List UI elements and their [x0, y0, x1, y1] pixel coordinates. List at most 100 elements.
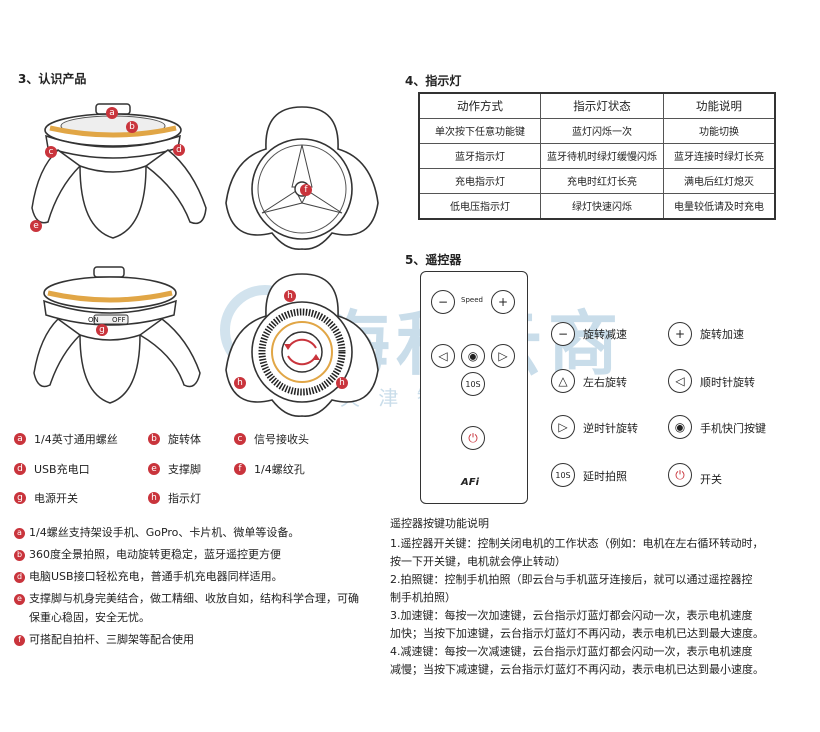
- remote-control: − Speed + ◁ ◉ ▷ 10S ⏻ AFi: [420, 271, 528, 504]
- remote-desc-line: 2.拍照键：控制手机拍照（即云台与手机蓝牙连接后，就可以通过遥控器控: [390, 573, 753, 586]
- label-delay: 延时拍照: [583, 470, 627, 483]
- label-lr: 左右旋转: [583, 376, 627, 389]
- remote-brand: AFi: [461, 477, 479, 488]
- remote-desc-line: 1.遥控器开关键：控制关闭电机的工作状态（例如：电机在左右循环转动时，: [390, 537, 764, 550]
- diagram-badge-e: e: [30, 220, 42, 232]
- diagram-badge-a: a: [106, 107, 118, 119]
- feature-item: e 支撑脚与机身完美结合，做工精细、收放自如，结构科学合理，可确保重心稳固，安全无…: [14, 589, 384, 627]
- feature-text: 360度全景拍照，电动旋转更稳定，蓝牙遥控更方便: [29, 548, 281, 561]
- legend-badge: g: [14, 492, 26, 504]
- label-cw-icon: ◁: [668, 369, 692, 393]
- diagram-badge-h-left: h: [234, 377, 246, 389]
- switch-on-label: ON: [88, 316, 99, 324]
- switch-off-label: OFF: [112, 316, 126, 324]
- remote-right-button[interactable]: ▷: [491, 344, 515, 368]
- table-cell: 功能切换: [663, 117, 776, 144]
- remote-speed-label: Speed: [461, 296, 483, 304]
- table-header: 指示灯状态: [540, 92, 664, 119]
- legend-item-c: c 信号接收头: [234, 431, 309, 447]
- remote-desc-line: 3.加速键：每按一次加速键，云台指示灯蓝灯都会闪动一次，表示电机速度: [390, 609, 753, 622]
- diagram-badge-c: c: [45, 146, 57, 158]
- feature-badge: e: [14, 593, 25, 605]
- table-cell: 电量较低请及时充电: [663, 192, 776, 220]
- table-cell: 充电指示灯: [418, 167, 541, 194]
- label-power: 开关: [700, 473, 722, 486]
- remote-camera-button[interactable]: ◉: [461, 344, 485, 368]
- legend-text: USB充电口: [34, 463, 90, 476]
- remote-desc-line: 制手机拍照）: [390, 591, 456, 604]
- legend-text: 1/4英寸通用螺丝: [34, 433, 118, 446]
- legend-badge: b: [148, 433, 160, 445]
- table-header-row: 动作方式 指示灯状态 功能说明: [418, 92, 776, 119]
- legend-text: 指示灯: [168, 492, 201, 505]
- label-ccw: 逆时针旋转: [583, 422, 638, 435]
- product-top-view: [225, 273, 379, 417]
- legend-text: 支撑脚: [168, 463, 201, 476]
- feature-badge: f: [14, 634, 25, 646]
- remote-desc-line: 加快；当按下加速键，云台指示灯蓝灯不再闪动，表示电机已达到最大速度。: [390, 627, 764, 640]
- remote-plus-button[interactable]: +: [491, 290, 515, 314]
- legend-badge: c: [234, 433, 246, 445]
- label-cw: 顺时针旋转: [700, 376, 755, 389]
- feature-badge: d: [14, 571, 25, 583]
- legend-text: 1/4螺纹孔: [254, 463, 305, 476]
- legend-item-f: f 1/4螺纹孔: [234, 461, 305, 477]
- legend-badge: d: [14, 463, 26, 475]
- label-10s-icon: 10S: [551, 463, 575, 487]
- table-cell: 蓝牙连接时绿灯长亮: [663, 142, 776, 169]
- legend-item-a: a 1/4英寸通用螺丝: [14, 431, 118, 447]
- camera-icon: ◉: [467, 349, 479, 363]
- legend-badge: e: [148, 463, 160, 475]
- table-cell: 绿灯快速闪烁: [540, 192, 664, 220]
- legend-text: 电源开关: [34, 492, 78, 505]
- legend-item-e: e 支撑脚: [148, 461, 201, 477]
- section-3-title: 3、认识产品: [18, 72, 87, 86]
- product-bottom-view: [225, 106, 379, 250]
- table-row: 蓝牙指示灯 蓝牙待机时绿灯缓慢闪烁 蓝牙连接时绿灯长亮: [418, 142, 776, 169]
- table-header: 动作方式: [418, 92, 541, 119]
- label-ccw-icon: ▷: [551, 415, 575, 439]
- remote-desc-line: 减慢；当按下减速键，云台指示灯蓝灯不再闪动，表示电机已达到最小速度。: [390, 663, 764, 676]
- table-cell: 蓝牙待机时绿灯缓慢闪烁: [540, 142, 664, 169]
- power-icon: ⏻: [468, 430, 478, 445]
- table-row: 低电压指示灯 绿灯快速闪烁 电量较低请及时充电: [418, 192, 776, 220]
- remote-desc-line: 按一下开关键，电机就会停止转动）: [390, 555, 566, 568]
- feature-item: b 360度全景拍照，电动旋转更稳定，蓝牙遥控更方便: [14, 545, 384, 564]
- table-cell: 单次按下任意功能键: [418, 117, 541, 144]
- diagram-badge-h-right: h: [336, 377, 348, 389]
- legend-badge: a: [14, 433, 26, 445]
- legend-item-d: d USB充电口: [14, 461, 90, 477]
- table-cell: 充电时红灯长亮: [540, 167, 664, 194]
- table-cell: 蓝牙指示灯: [418, 142, 541, 169]
- table-cell: 低电压指示灯: [418, 192, 541, 220]
- diagram-badge-b: b: [126, 121, 138, 133]
- legend-text: 信号接收头: [254, 433, 309, 446]
- product-side-view: [31, 103, 207, 239]
- table-cell: 蓝灯闪烁一次: [540, 117, 664, 144]
- label-plus-icon: +: [668, 322, 692, 346]
- table-row: 单次按下任意功能键 蓝灯闪烁一次 功能切换: [418, 117, 776, 144]
- section-5-title: 5、遥控器: [405, 253, 462, 267]
- product-switch-view: [33, 266, 201, 404]
- feature-text: 支撑脚与机身完美结合，做工精细、收放自如，结构科学合理，可确: [29, 592, 359, 605]
- feature-text: 可搭配自拍杆、三脚架等配合使用: [29, 633, 194, 646]
- remote-power-button[interactable]: ⏻: [461, 426, 485, 450]
- legend-item-b: b 旋转体: [148, 431, 201, 447]
- remote-10s-button[interactable]: 10S: [461, 372, 485, 396]
- indicator-table: 动作方式 指示灯状态 功能说明 单次按下任意功能键 蓝灯闪烁一次 功能切换 蓝牙…: [418, 92, 776, 220]
- legend-badge: f: [234, 463, 246, 475]
- diagram-badge-g: g: [96, 324, 108, 336]
- label-minus-icon: −: [551, 322, 575, 346]
- feature-text: 保重心稳固，安全无忧。: [29, 611, 150, 624]
- legend-text: 旋转体: [168, 433, 201, 446]
- remote-left-button[interactable]: ◁: [431, 344, 455, 368]
- feature-badge: b: [14, 549, 25, 561]
- label-lr-icon: △: [551, 369, 575, 393]
- remote-minus-button[interactable]: −: [431, 290, 455, 314]
- label-power-icon: ⏻: [668, 463, 692, 487]
- table-cell: 满电后红灯熄灭: [663, 167, 776, 194]
- table-row: 充电指示灯 充电时红灯长亮 满电后红灯熄灭: [418, 167, 776, 194]
